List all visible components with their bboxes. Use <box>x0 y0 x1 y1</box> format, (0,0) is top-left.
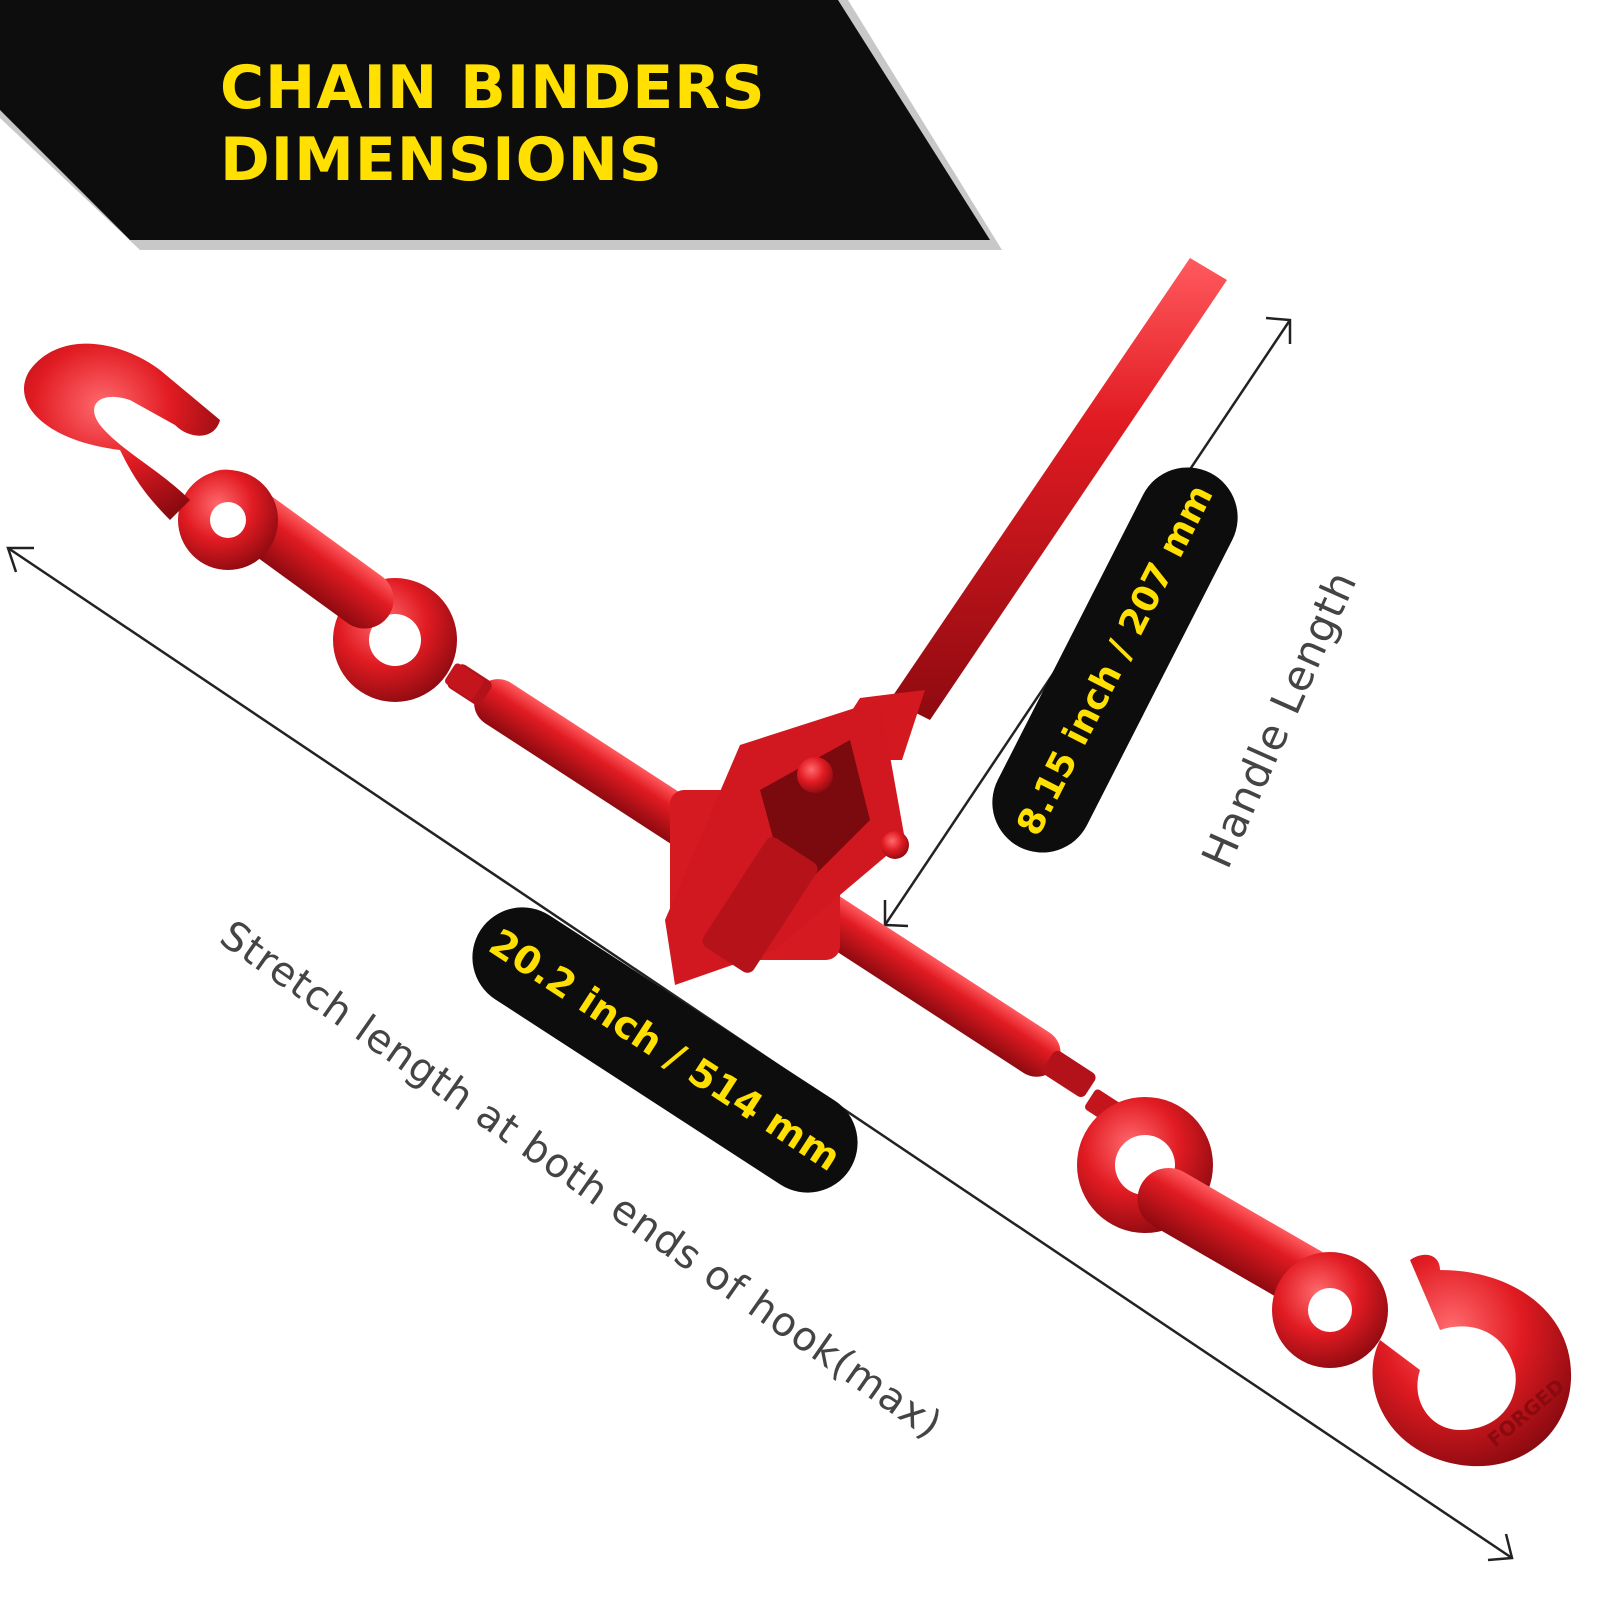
upper-hook <box>24 343 220 520</box>
title-line-2: DIMENSIONS <box>220 125 664 195</box>
page-title: CHAIN BINDERS DIMENSIONS <box>220 52 766 196</box>
title-banner <box>0 0 1002 250</box>
chain-binder: FORGED <box>24 258 1572 1467</box>
title-line-1: CHAIN BINDERS <box>220 53 766 123</box>
lower-hook <box>1372 1254 1572 1467</box>
